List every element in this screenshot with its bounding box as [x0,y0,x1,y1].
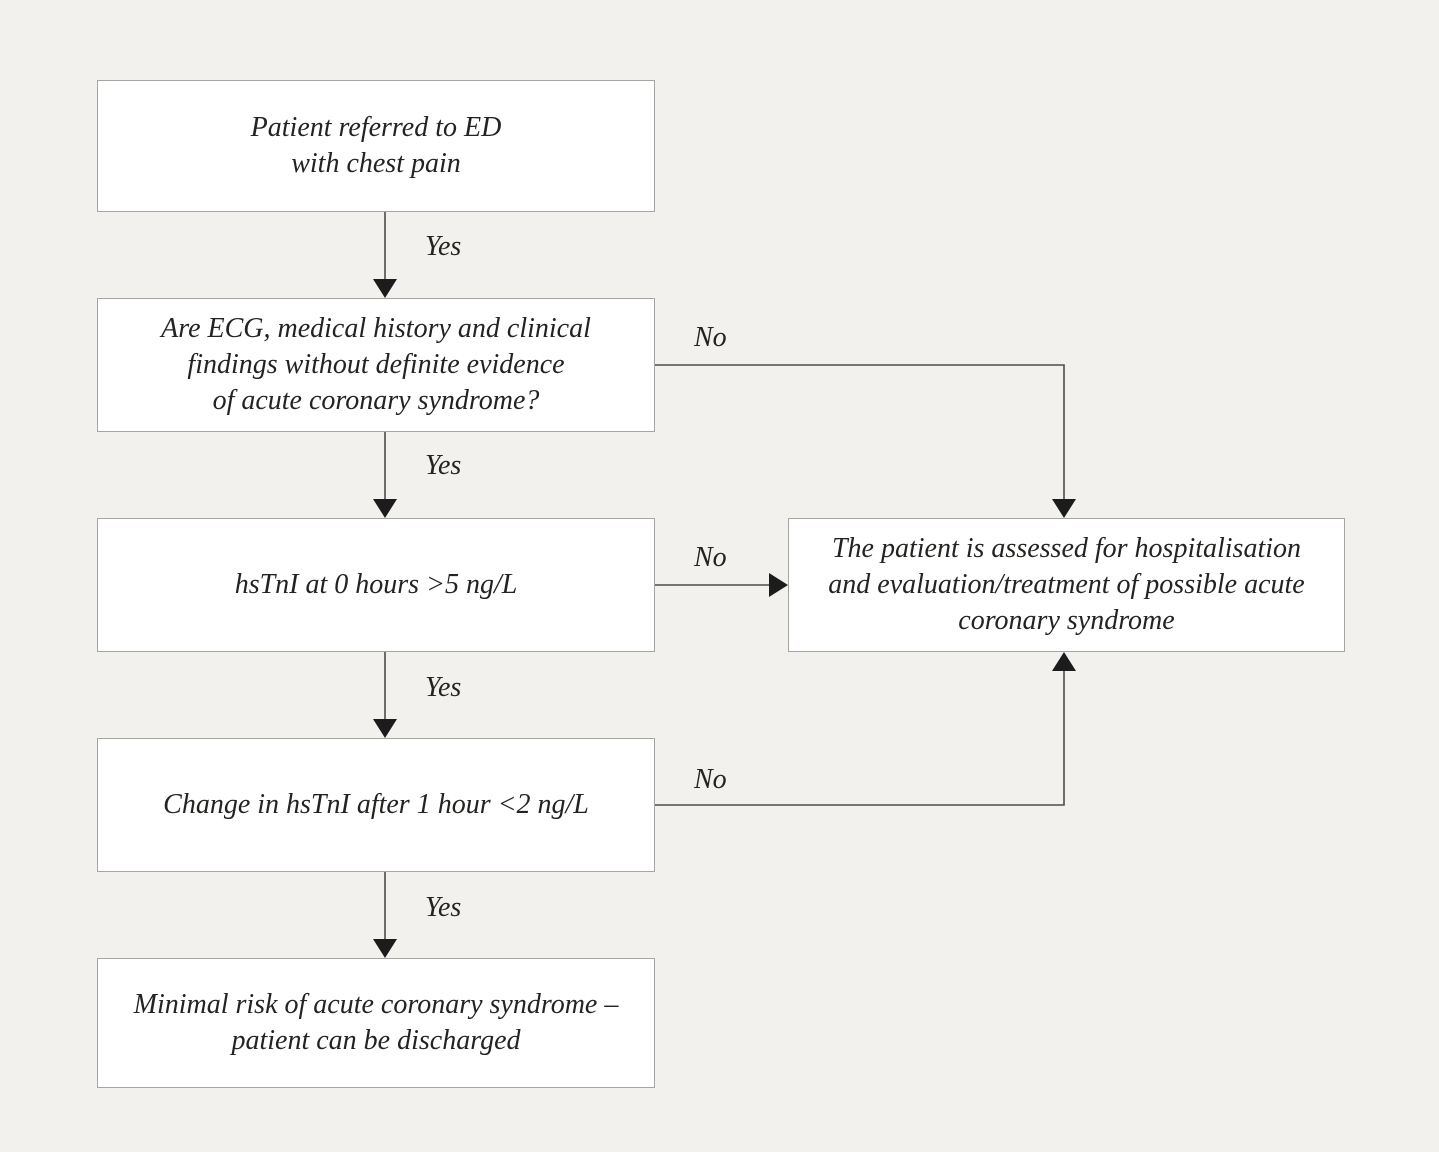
edge-label-yes-start-ecg: Yes [425,231,462,262]
node-discharge-text: Minimal risk of acute coronary syndrome … [133,989,619,1056]
edge-label-no-t1-hosp: No [694,764,727,795]
node-hstni-1h: Change in hsTnI after 1 hour <2 ng/L [97,738,655,872]
arrow-start-to-ecg [373,212,397,298]
node-hospitalisation: The patient is assessed for hospitalisat… [788,518,1345,652]
arrowhead-down-icon [373,499,397,518]
node-hospitalisation-text: The patient is assessed for hospitalisat… [828,533,1305,636]
edge-label-yes-ecg-t0: Yes [425,450,462,481]
arrow-t0-no-to-hosp [655,573,788,597]
arrow-t1-no-to-hosp [655,652,1076,806]
edge-label-yes-t0-t1: Yes [425,672,462,703]
node-patient-referred: Patient referred to ED with chest pain [97,80,655,212]
edge-label-yes-t1-discharge: Yes [425,892,462,923]
node-discharge: Minimal risk of acute coronary syndrome … [97,958,655,1088]
node-hstni-0h: hsTnI at 0 hours >5 ng/L [97,518,655,652]
edge-label-no-t0-hosp: No [694,542,727,573]
arrowhead-right-icon [769,573,788,597]
node-hstni-0h-text: hsTnI at 0 hours >5 ng/L [234,569,518,600]
arrow-t0-to-t1 [373,652,397,738]
arrowhead-up-icon [1052,652,1076,671]
arrowhead-down-icon [1052,499,1076,518]
node-patient-referred-text: Patient referred to ED with chest pain [250,112,502,179]
node-ecg-question: Are ECG, medical history and clinical fi… [97,298,655,432]
edge-label-no-ecg-hosp: No [694,322,727,353]
arrowhead-down-icon [373,279,397,298]
arrow-t1-to-discharge [373,872,397,958]
arrowhead-down-icon [373,719,397,738]
arrow-ecg-no-to-hosp [655,364,1076,518]
node-hstni-1h-text: Change in hsTnI after 1 hour <2 ng/L [163,789,589,820]
arrowhead-down-icon [373,939,397,958]
arrow-ecg-to-t0 [373,432,397,518]
node-ecg-question-text: Are ECG, medical history and clinical fi… [161,313,591,416]
